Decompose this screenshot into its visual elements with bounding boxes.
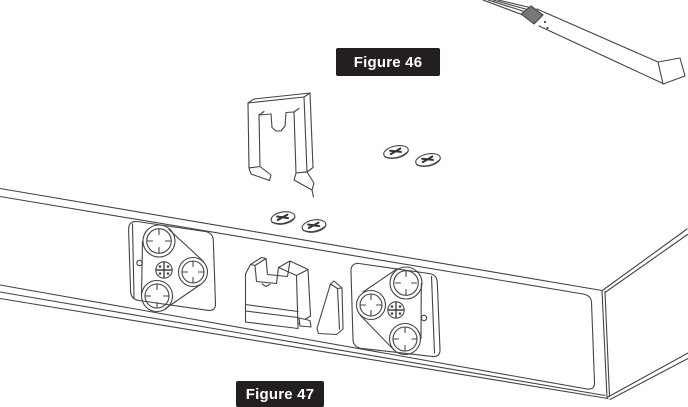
keyhole-bracket-left-icon <box>128 220 217 313</box>
loose-screw-icon <box>415 153 441 167</box>
mounting-clip-icon <box>247 92 315 198</box>
top-surface-screw-icon <box>301 219 327 233</box>
figure-47-label: Figure 47 <box>236 381 324 407</box>
top-surface-screw-icon <box>270 211 296 225</box>
clip-holder-icon <box>244 256 312 330</box>
loose-screw-icon <box>383 145 409 159</box>
figure-46-label: Figure 46 <box>336 48 440 76</box>
release-lever-icon <box>316 280 344 336</box>
soundbar-rear-view <box>0 187 688 401</box>
screwdriver-icon <box>482 0 686 85</box>
keyhole-bracket-right-icon <box>350 262 441 358</box>
